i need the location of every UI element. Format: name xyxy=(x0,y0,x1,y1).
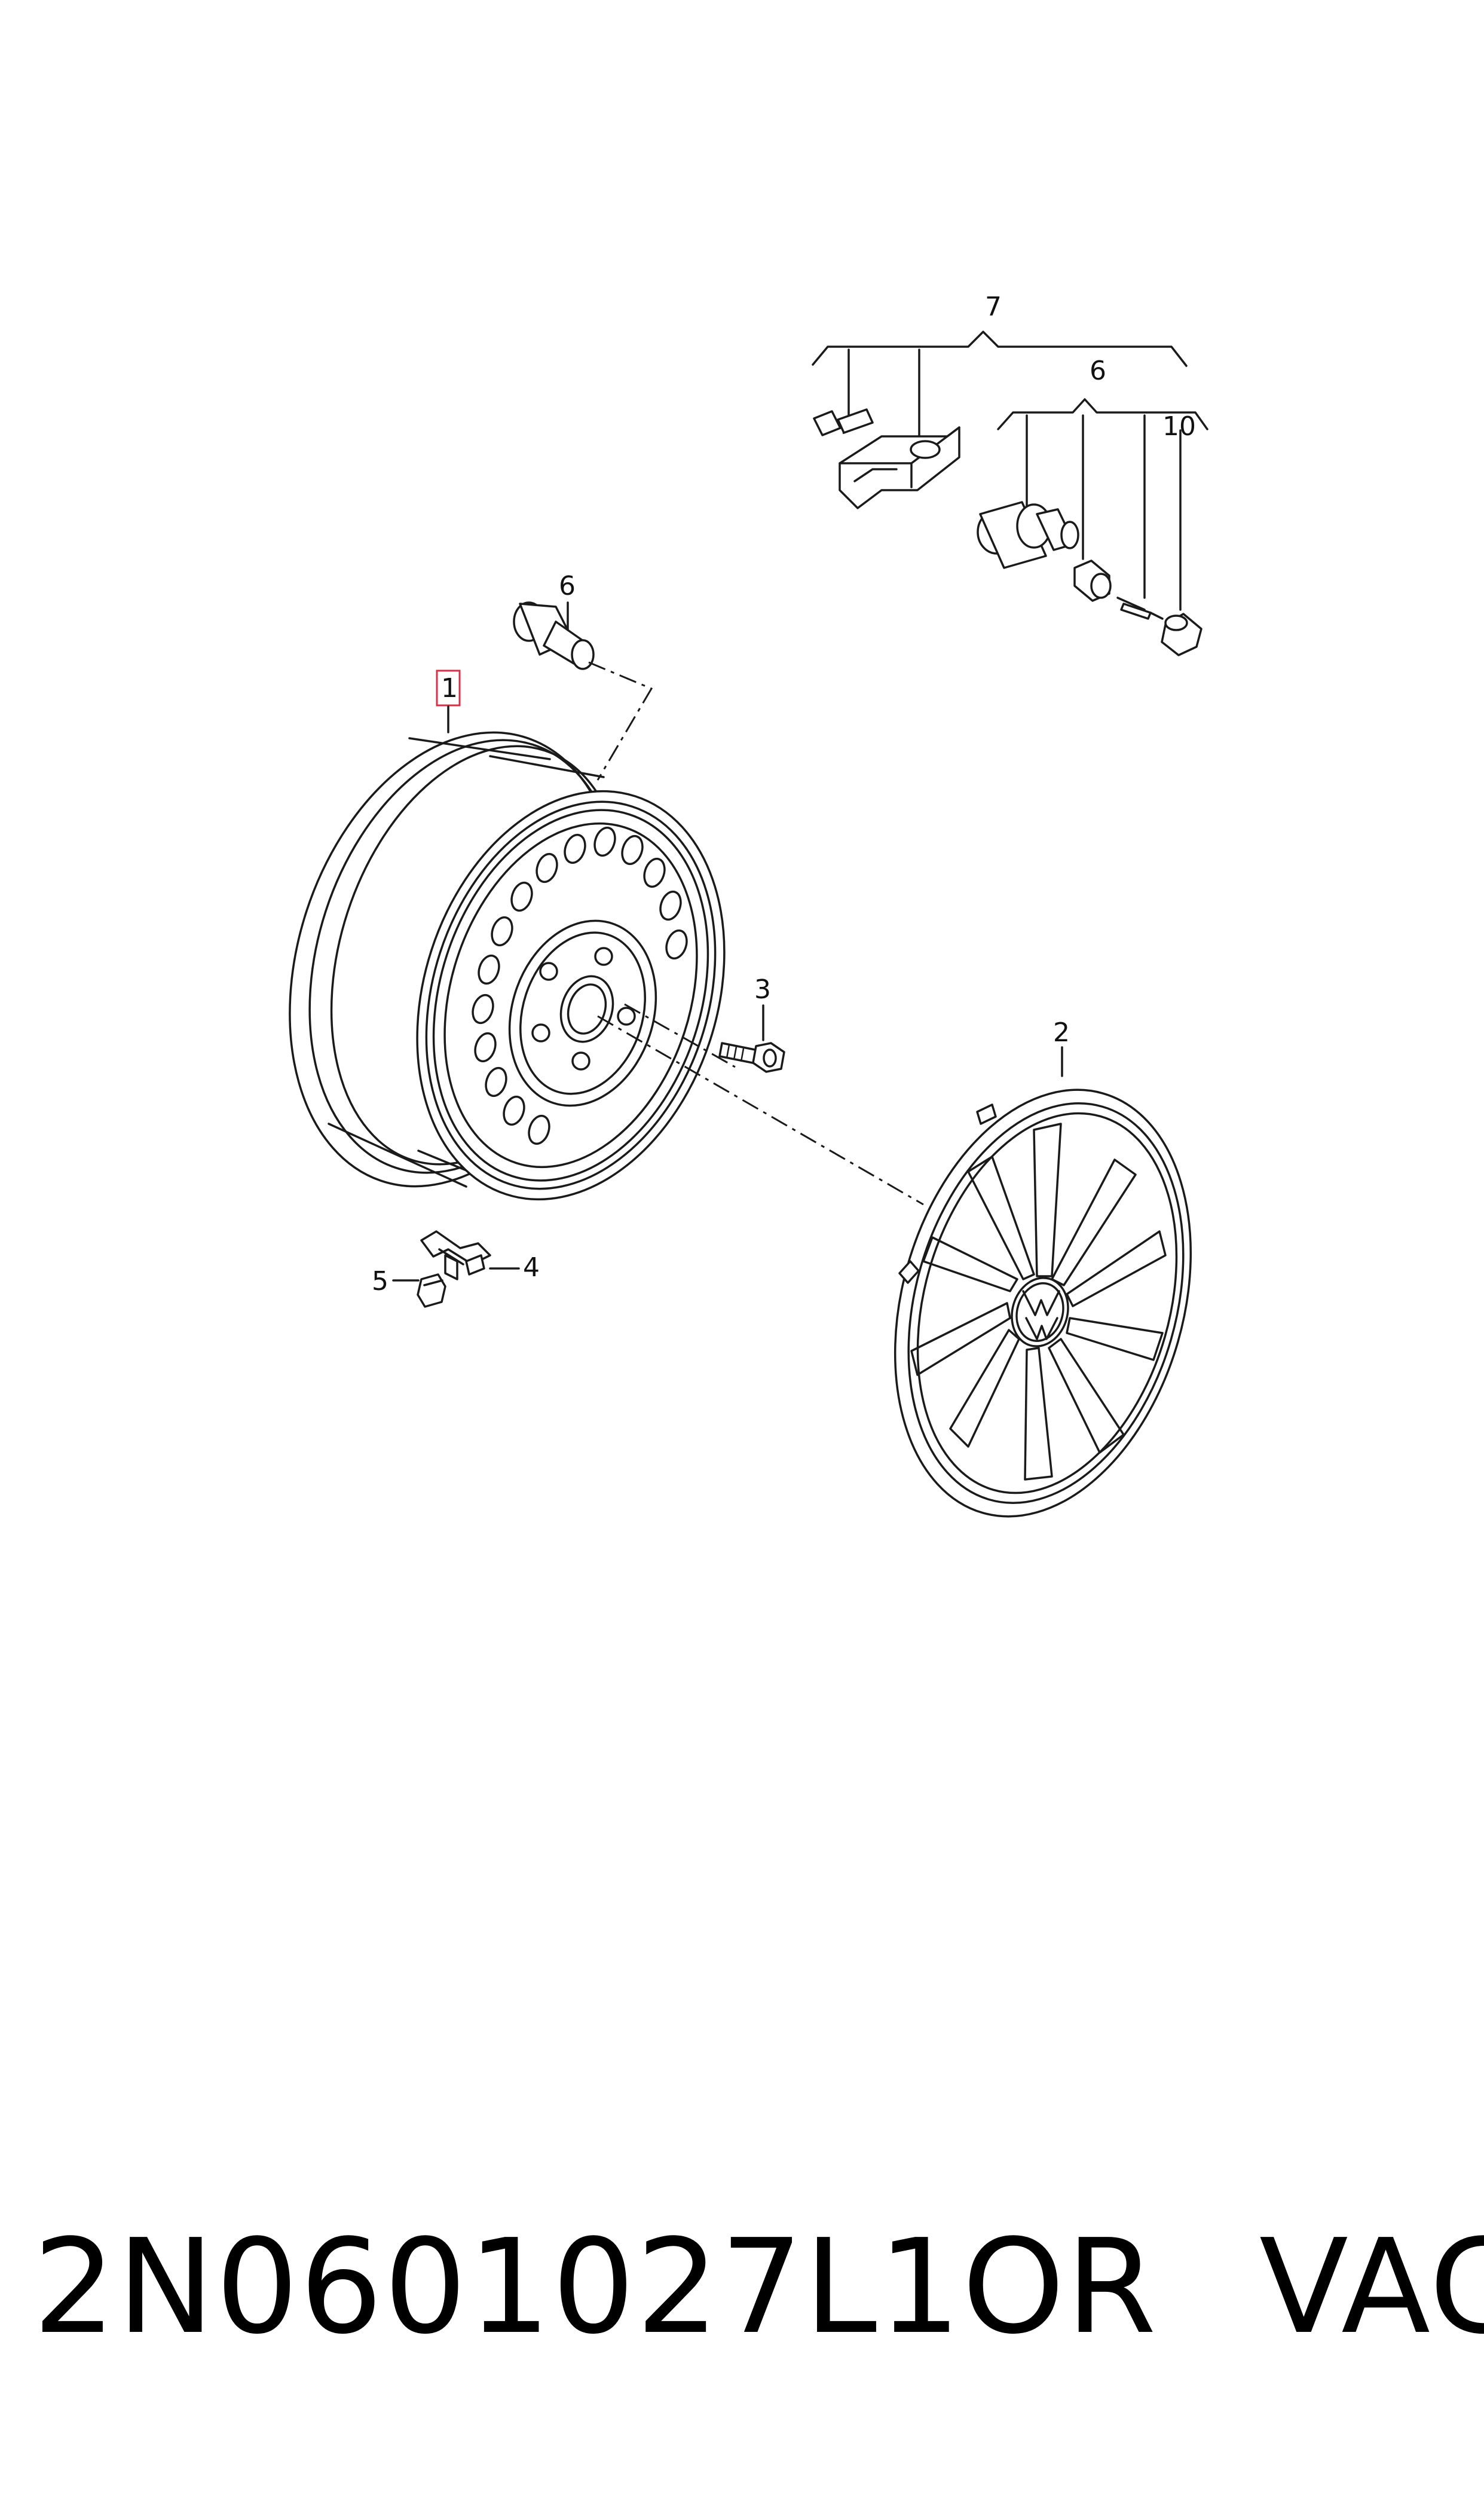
callout-10: 10 xyxy=(1162,411,1196,442)
callout-4: 4 xyxy=(523,1252,540,1283)
part-caption: 2N0601027L1OR VAG xyxy=(33,2212,1484,2367)
balance-weight-clip xyxy=(417,1273,446,1308)
callout-6-upper: 6 xyxy=(1090,356,1106,386)
callout-2: 2 xyxy=(1053,1017,1070,1048)
valve-assembly-group: 6 10 xyxy=(977,356,1208,656)
valve-stem-part xyxy=(977,501,1079,569)
callout-6-left: 6 xyxy=(559,571,576,601)
callout-1-highlight-box xyxy=(436,669,461,707)
vw-logo-icon xyxy=(1011,1277,1069,1347)
wheel-vent-holes xyxy=(472,826,688,1145)
valve-cap xyxy=(1161,613,1203,656)
balance-weight-group: 4 5 xyxy=(372,1230,540,1308)
sensor-screw xyxy=(813,408,874,436)
hubcap-spokes xyxy=(910,1123,1167,1481)
brand-name: VAG xyxy=(1259,2212,1484,2363)
hubcap-group: 2 xyxy=(894,1017,1192,1518)
callout-1: 1 xyxy=(441,673,458,704)
tpms-sensor-body xyxy=(839,426,960,509)
tpms-sensor-group: 7 xyxy=(812,292,1188,509)
valve-stem-left-group: 6 xyxy=(513,571,595,670)
callout-3: 3 xyxy=(754,974,771,1005)
balance-weight xyxy=(420,1230,491,1280)
hubcap xyxy=(894,1089,1192,1518)
wheel-bolt-group: 3 xyxy=(718,974,785,1073)
valve-nut xyxy=(1073,560,1112,602)
valve-core xyxy=(1116,597,1164,620)
callout-5: 5 xyxy=(372,1266,388,1297)
wheel-bolt-holes xyxy=(531,947,636,1071)
callout-7: 7 xyxy=(985,292,1002,322)
part-number: 2N0601027L1OR xyxy=(33,2212,1158,2363)
wheel-bolt xyxy=(718,1042,785,1073)
steel-wheel: 1 xyxy=(289,669,726,1201)
valve-stem-left xyxy=(513,601,595,670)
